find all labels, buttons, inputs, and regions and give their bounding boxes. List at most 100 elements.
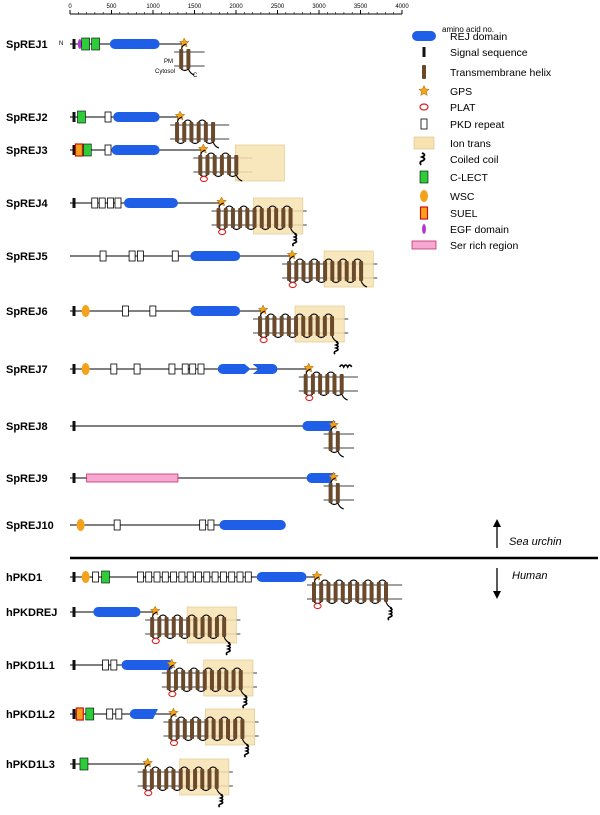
transmembrane-helix [181,670,186,690]
transmembrane-helix [164,617,169,637]
helix-loop [214,174,223,178]
helix-loop [213,738,222,742]
pkd-repeat-icon [203,571,211,583]
helix-loop [310,258,319,262]
legend-label-tm: Transmembrane helix [450,67,552,79]
transmembrane-helix [303,374,308,394]
transmembrane-helix [301,316,306,336]
transmembrane-helix [328,483,333,503]
transmembrane-helix [252,208,257,228]
transmembrane-helix [355,582,360,602]
protein-SpREJ9: SpREJ9 [6,471,354,510]
pkd-repeat-icon [228,571,236,583]
coiled-coil [338,364,353,369]
transmembrane-helix [204,719,209,739]
pkd-repeat-icon [104,144,112,156]
transmembrane-helix [173,670,178,690]
ser-rich-region [86,473,179,483]
helix-loop [187,788,196,792]
signal-sequence-icon [72,145,76,155]
coiled-coil [333,341,339,355]
helix-loop [165,766,174,770]
transmembrane-helix [142,769,147,789]
helix-loop [180,636,189,640]
helix-loop [275,227,284,231]
transmembrane-helix [258,316,263,336]
axis-tick-label: 4000 [395,4,409,10]
helix-loop [319,393,328,397]
protein-label: SpREJ5 [6,251,48,263]
transmembrane-helix [286,316,291,336]
gps-site [286,249,298,260]
transmembrane-helix [348,582,352,602]
pkd-repeat-icon [110,363,118,375]
axis-tick-label: 0 [68,4,72,10]
pkd-repeat-icon [110,659,118,671]
helix-loop [295,258,304,262]
transmembrane-helix [164,769,169,789]
helix-loop [288,335,297,339]
helix-loop [378,579,387,583]
transmembrane-helix [266,208,271,228]
pkd-repeat-icon [136,250,144,262]
helix-loop [302,335,311,339]
helix-loop [220,716,229,720]
pkd-repeat-icon [207,519,215,531]
rej-domain [217,364,251,374]
protein-label: hPKD1L1 [6,660,55,672]
transmembrane-helix [340,582,345,602]
pkd-repeat-icon [181,363,189,375]
transmembrane-helix [326,582,331,602]
transmembrane-helix [166,670,171,690]
protein-hPKD1L3: hPKD1L3 [6,757,233,808]
helix-loop [349,579,358,583]
protein-label: SpREJ1 [6,39,48,51]
protein-label: SpREJ6 [6,306,48,318]
legend-label-suel: SUEL [450,208,478,220]
protein-label: SpREJ2 [6,112,48,124]
legend-label-clect: C-LECT [450,172,489,184]
transmembrane-helix [157,769,162,789]
transmembrane-helix [369,582,374,602]
transmembrane-helix [259,208,264,228]
species-divider: Sea urchin Human [70,519,598,599]
transmembrane-helix [272,316,277,336]
gps-site [216,196,227,207]
transmembrane-helix [359,261,364,281]
rej-domain [109,39,160,49]
legend-label-signal: Signal sequence [450,47,528,59]
helix-loop [317,280,326,284]
c-lect-icon [82,143,92,157]
protein-SpREJ8: SpREJ8 [6,419,354,458]
helix-loop [184,738,193,742]
legend-label-wsc: WSC [450,191,475,203]
pkd-repeat-icon [189,363,197,375]
gps-site [178,37,190,48]
transmembrane-helix [301,261,306,281]
transmembrane-helix [198,155,203,175]
helix-loop [221,152,230,156]
axis-tick-label: 1500 [188,4,202,10]
transmembrane-helix [318,374,323,394]
legend-label-plat: PLAT [450,102,476,114]
helix-loop [342,601,351,605]
transmembrane-helix [214,769,219,789]
protein-label: SpREJ10 [6,520,54,532]
suel-icon [419,206,429,220]
transmembrane-helix [205,155,210,175]
helix-loop [330,450,339,454]
pkd-repeat-icon [236,571,244,583]
transmembrane-helix [351,261,356,281]
pkd-repeat-icon [91,197,99,209]
wsc-icon [81,571,90,583]
gps-site [168,707,179,718]
c-lect-icon [79,757,89,771]
protein-label: SpREJ7 [6,364,48,376]
transmembrane-helix [288,208,293,228]
helix-loop [158,614,167,618]
helix-loop [274,335,283,339]
pkd-repeat-icon [113,519,121,531]
down-arrowhead-icon [493,591,501,599]
pkd-repeat-icon [106,708,114,720]
transmembrane-helix [168,719,173,739]
